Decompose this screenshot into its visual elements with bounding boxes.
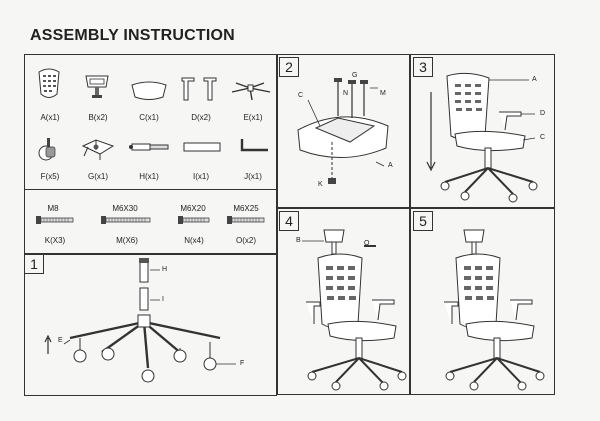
part-label-f: F(x5): [40, 172, 60, 181]
page-title: ASSEMBLY INSTRUCTION: [30, 27, 235, 44]
callout-o: O: [364, 240, 370, 247]
part-label-a: A(x1): [40, 113, 60, 122]
mechanism-icon: [81, 139, 115, 160]
parts-box: [24, 54, 277, 254]
callout-k: K: [318, 181, 323, 188]
headrest-install-diagram: [302, 229, 407, 391]
headrest-icon: [85, 75, 109, 98]
seat-mechanism-diagram: [297, 78, 389, 184]
parts-divider: [24, 189, 277, 190]
part-label-b: B(x2): [88, 113, 108, 122]
screw-size-m: M6X30: [112, 204, 138, 213]
step3-number: 3: [413, 57, 433, 77]
step3-box: [410, 54, 555, 208]
step2-box: [277, 54, 410, 208]
callout-a-step3: A: [532, 76, 537, 83]
callout-a-step2: A: [388, 162, 393, 169]
step5-box: [410, 208, 555, 395]
step1-box: [24, 254, 277, 396]
screw-size-o: M6X25: [233, 204, 259, 213]
part-label-g: G(x1): [88, 172, 108, 181]
callout-c-step3: C: [540, 134, 546, 141]
part-label-h: H(x1): [139, 172, 159, 181]
screw-size-k: M8: [47, 204, 59, 213]
step2-number: 2: [279, 57, 299, 77]
caster-icon: [38, 138, 56, 161]
chair-backrest-diagram: [426, 72, 538, 203]
part-label-j: J(x1): [244, 172, 262, 181]
part-label-c: C(x1): [139, 113, 159, 122]
screw-label-n: N(x4): [184, 236, 204, 245]
callout-g: G: [352, 72, 358, 79]
screw-size-n: M6X20: [180, 204, 206, 213]
step4-box: [277, 208, 410, 395]
allen-key-icon: [240, 139, 268, 152]
part-label-e: E(x1): [243, 113, 263, 122]
screw-o-icon: [227, 216, 265, 224]
step5-number: 5: [413, 211, 433, 231]
base-assembly-diagram: [44, 258, 236, 383]
screw-label-k: K(X3): [44, 236, 66, 245]
screw-label-m: M(X6): [116, 236, 138, 245]
step4-number: 4: [279, 211, 299, 231]
callout-e: E: [58, 337, 63, 344]
screw-n-icon: [178, 216, 210, 224]
gas-lift-icon: [129, 143, 169, 151]
screw-m-icon: [101, 216, 151, 224]
callout-f: F: [240, 360, 245, 367]
callout-h: H: [162, 266, 168, 273]
callout-c-step2: C: [298, 92, 304, 99]
star-base-icon: [231, 82, 271, 101]
armrest-icon: [181, 77, 217, 101]
callout-n: N: [343, 90, 349, 97]
callout-d: D: [540, 110, 546, 117]
seat-icon: [131, 81, 167, 100]
part-label-d: D(x2): [191, 113, 211, 122]
callout-b: B: [296, 237, 301, 244]
screw-k-icon: [36, 216, 74, 224]
backrest-icon: [38, 68, 60, 98]
step1-number: 1: [24, 254, 44, 274]
cover-icon: [183, 142, 221, 152]
part-label-i: I(x1): [193, 172, 209, 181]
callout-m: M: [380, 90, 386, 97]
completed-chair-diagram: [444, 229, 545, 391]
screw-label-o: O(x2): [236, 236, 256, 245]
callout-i: I: [162, 296, 164, 303]
